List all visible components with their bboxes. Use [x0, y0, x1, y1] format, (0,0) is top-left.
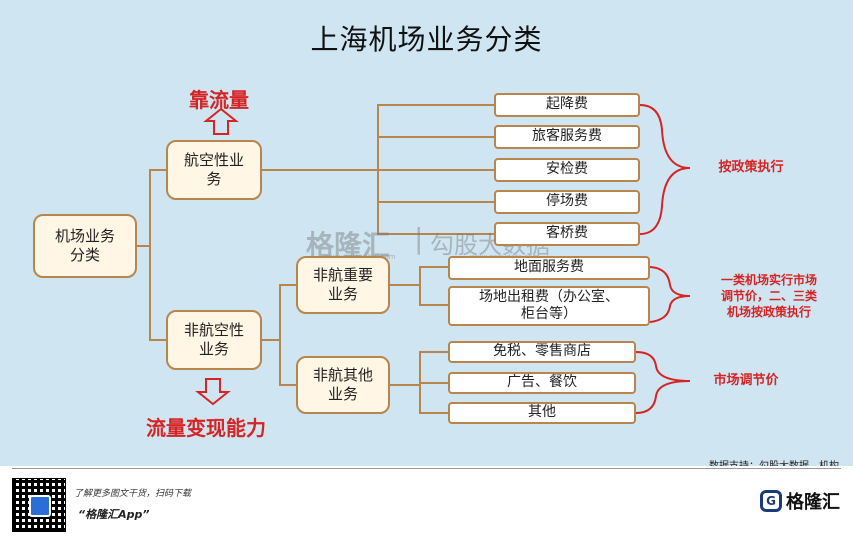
policy-important: 一类机场实行市场 调节价，二、三类 机场按政策执行: [720, 273, 817, 319]
connector-root-nonaero: [149, 246, 166, 341]
footer-promo: 了解更多图文干货，扫码下载: [74, 489, 192, 499]
page-title: 上海机场业务分类: [310, 23, 543, 56]
leaf-other-item: 其他: [448, 402, 636, 424]
node-nonaero-other: 非航其他 业务: [296, 356, 390, 414]
brand-logo: G 格隆汇: [760, 488, 840, 514]
note-traffic: 靠流量: [189, 88, 249, 112]
node-aero: 航空性业 务: [166, 140, 262, 200]
leaf-other-item: 免税、零售商店: [448, 341, 636, 363]
leaf-important-item: 地面服务费: [448, 256, 650, 280]
node-root: 机场业务 分类: [33, 214, 137, 278]
arrow-up-icon: [203, 107, 239, 135]
bracket-aero: [639, 104, 691, 235]
watermark-divider: |: [414, 222, 424, 255]
leaf-aero-fee: 起降费: [494, 93, 640, 117]
bracket-important: [649, 266, 691, 323]
node-nonaero: 非航空性 业务: [166, 310, 262, 370]
arrow-down-icon: [195, 378, 231, 406]
leaf-important-item: 场地出租费（办公室、 柜台等）: [448, 286, 650, 326]
qr-logo-icon: [29, 495, 51, 517]
note-monetization: 流量变现能力: [146, 416, 266, 440]
footer: [0, 466, 853, 543]
leaf-other-item: 广告、餐饮: [448, 372, 636, 394]
node-nonaero-important: 非航重要 业务: [296, 256, 390, 314]
connector-root-aero: [137, 169, 166, 247]
policy-other: 市场调节价: [713, 373, 779, 388]
leaf-aero-fee: 旅客服务费: [494, 125, 640, 149]
leaf-aero-fee: 客桥费: [494, 222, 640, 246]
leaf-aero-fee: 安检费: [494, 158, 640, 182]
footer-divider: [12, 468, 841, 469]
brand-logo-icon: G: [760, 490, 782, 512]
policy-aero: 按政策执行: [718, 160, 784, 175]
brand-logo-text: 格隆汇: [786, 492, 840, 513]
bracket-other: [635, 351, 691, 414]
leaf-aero-fee: 停场费: [494, 190, 640, 214]
footer-app-name: “格隆汇App”: [78, 508, 150, 521]
